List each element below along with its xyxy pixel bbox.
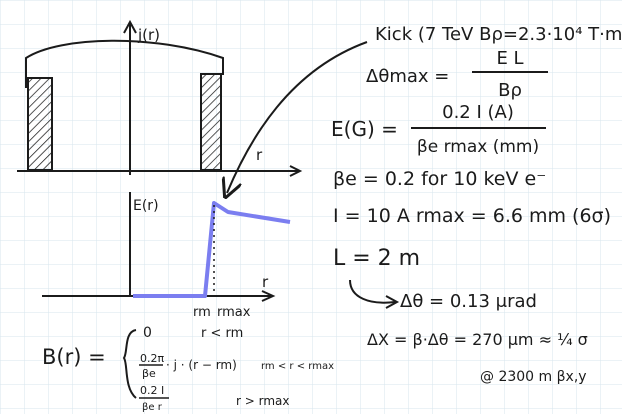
- case1-cond: r < rm: [201, 326, 243, 341]
- e-numerator: 0.2 I (A): [442, 102, 514, 123]
- case3-cond: r > rmax: [236, 394, 289, 408]
- b-lhs: B(r) =: [42, 345, 106, 369]
- bottom-left-plot: E(r) r rm rmax: [42, 192, 291, 320]
- top-left-plot: j(r) r: [17, 19, 303, 177]
- beta-line: βe = 0.2 for 10 keV e⁻: [333, 168, 546, 190]
- right-hatched-wall: [200, 73, 222, 171]
- top-x-arrow-icon: [289, 165, 303, 177]
- hook-arrowhead-icon: [385, 295, 400, 309]
- b-formula: B(r) = 0 r < rm 0.2π βe · j · (r − rm) r…: [42, 325, 334, 413]
- length-line: L = 2 m: [333, 246, 420, 271]
- bottom-y-axis-label: E(r): [133, 198, 159, 214]
- left-hatched-wall: [27, 77, 53, 171]
- current-line: I = 10 A rmax = 6.6 mm (6σ): [333, 205, 611, 227]
- theta-lhs: Δθmax =: [366, 66, 449, 87]
- case3-expr-den: βe r: [142, 402, 163, 413]
- tick-rm-label: rm: [193, 305, 211, 320]
- case2-rest: · j · (r − rm): [166, 358, 237, 372]
- top-y-axis-label: j(r): [137, 26, 160, 44]
- top-x-axis-label: r: [256, 146, 263, 164]
- tick-rmax-label: rmax: [217, 305, 251, 320]
- kick-line: Kick (7 TeV Bρ=2.3·10⁴ T·m): [375, 24, 622, 45]
- case3-expr-num: 0.2 I: [140, 384, 164, 397]
- hook-arrow-icon: [349, 279, 396, 304]
- result-line: Δθ = 0.13 μrad: [400, 291, 537, 312]
- case1-expr: 0: [143, 325, 152, 341]
- top-y-arrow-icon: [123, 19, 137, 34]
- theta-numerator: E L: [496, 48, 523, 69]
- e-denominator: βe rmax (mm): [417, 137, 539, 157]
- case2-expr-den: βe: [142, 367, 156, 380]
- right-notes: Kick (7 TeV Bρ=2.3·10⁴ T·m) Δθmax = E L …: [331, 24, 622, 385]
- bottom-x-arrow-icon: [261, 290, 276, 302]
- e-lhs: E(G) =: [331, 117, 398, 141]
- field-curve: [133, 201, 291, 298]
- case2-cond: rm < r < rmax: [261, 361, 334, 372]
- left-brace-icon: [122, 329, 137, 399]
- current-density-curve: [25, 39, 224, 88]
- theta-denominator: Bρ: [498, 80, 522, 101]
- bottom-x-axis-label: r: [262, 273, 269, 291]
- curved-arrow-icon: [227, 41, 368, 193]
- deltax-line: ΔX = β·Δθ = 270 μm ≈ ¼ σ: [367, 330, 588, 349]
- at-line: @ 2300 m βx,y: [480, 369, 587, 385]
- case2-expr-num: 0.2π: [140, 352, 164, 365]
